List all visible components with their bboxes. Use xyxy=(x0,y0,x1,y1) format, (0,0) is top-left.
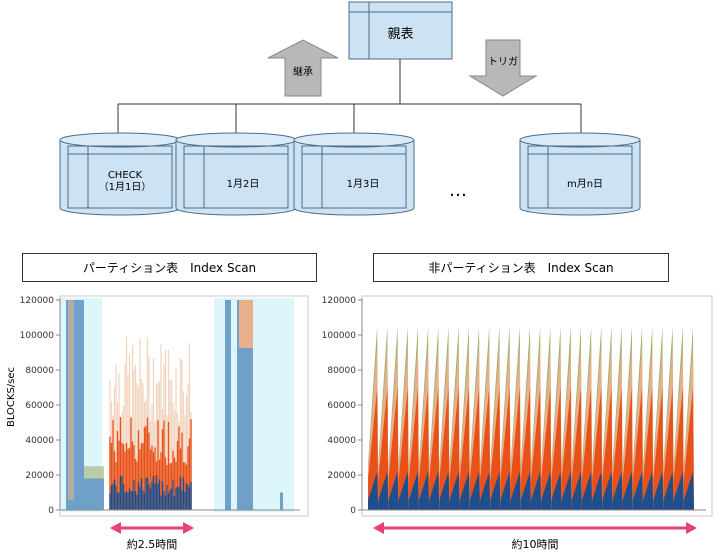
area-spike xyxy=(622,471,633,510)
chart-2-plot xyxy=(368,326,694,510)
partition-cylinders xyxy=(59,132,641,216)
area-spike xyxy=(520,471,531,510)
area-block xyxy=(237,300,253,510)
parent-table-box xyxy=(348,1,453,60)
area-spike xyxy=(480,471,491,510)
area-spike xyxy=(592,471,603,510)
y-tick-label: 120000 xyxy=(20,296,55,306)
partition-cylinder-3 xyxy=(293,132,415,216)
area-spike xyxy=(439,471,450,510)
trigger-arrow-icon xyxy=(468,39,538,97)
inherit-arrow-icon xyxy=(267,39,339,97)
chart-1 xyxy=(59,295,309,517)
chart-1-plot xyxy=(66,300,283,510)
area-spike xyxy=(490,471,501,510)
area-spike xyxy=(581,471,593,510)
partition-label-4: m月n日 xyxy=(566,179,604,190)
y-tick-label: 100000 xyxy=(322,331,357,341)
duration-label-1: 約2.5時間 xyxy=(126,538,178,551)
area-spike xyxy=(459,471,470,510)
area-spike xyxy=(531,471,542,510)
area-spike xyxy=(368,471,379,510)
y-tick-label: 0 xyxy=(350,506,356,516)
area-spike xyxy=(408,471,419,510)
partition-cylinder-2 xyxy=(175,132,297,216)
y-tick-label: 40000 xyxy=(25,436,54,446)
area-spike xyxy=(653,471,664,510)
y-tick-label: 60000 xyxy=(327,401,356,411)
area-spike xyxy=(449,471,460,510)
partition-label-2: 1月2日 xyxy=(226,179,260,190)
y-tick-label: 60000 xyxy=(25,401,54,411)
y-tick-label: 120000 xyxy=(322,296,357,306)
chart-2 xyxy=(361,295,713,517)
ellipsis: … xyxy=(449,180,467,201)
area-spike xyxy=(683,471,694,510)
chart-1-y-label: BLOCKS/sec xyxy=(6,366,17,428)
area-spike xyxy=(398,471,409,510)
area-spike xyxy=(663,471,674,510)
partition-cylinder-4 xyxy=(519,132,641,216)
chart-2-y-ticks: 0 20000 40000 60000 80000 100000 120000 xyxy=(322,296,362,516)
area-spike xyxy=(469,471,481,510)
area-spike xyxy=(602,471,613,510)
area-spike xyxy=(632,471,644,510)
parent-table-label: 親表 xyxy=(387,27,414,42)
chart-2-title: 非パーティション表 Index Scan xyxy=(373,253,669,282)
inherit-label: 継承 xyxy=(293,67,313,78)
partition-label-3: 1月3日 xyxy=(346,179,380,190)
area-block xyxy=(68,300,74,500)
partition-label-1: CHECK （1月1日） xyxy=(98,170,152,193)
area-spike xyxy=(571,471,582,510)
area-spike xyxy=(500,471,511,510)
area-spike xyxy=(510,471,521,510)
duration-label-2: 約10時間 xyxy=(511,538,559,551)
area-spike xyxy=(551,471,562,510)
partition-cylinder-1 xyxy=(59,132,181,216)
area-spike xyxy=(429,471,440,510)
y-tick-label: 20000 xyxy=(327,471,356,481)
area-spike xyxy=(612,471,623,510)
area-spike xyxy=(643,471,654,510)
y-tick-label: 40000 xyxy=(327,436,356,446)
area-spike xyxy=(541,471,552,510)
y-tick-label: 100000 xyxy=(20,331,55,341)
y-tick-label: 80000 xyxy=(327,366,356,376)
y-tick-label: 20000 xyxy=(25,471,54,481)
area-block xyxy=(280,492,283,510)
area-spike xyxy=(418,471,430,510)
area-spike xyxy=(388,471,399,510)
trigger-label: トリガ xyxy=(488,57,518,68)
chart-1-title: パーティション表 Index Scan xyxy=(22,253,317,282)
duration-arrow-2 xyxy=(373,522,697,534)
area-spike xyxy=(378,471,389,510)
area-block xyxy=(239,300,253,348)
duration-arrow-1 xyxy=(110,522,194,534)
chart-1-y-ticks: 0 20000 40000 60000 80000 100000 120000 xyxy=(20,296,60,516)
area-block xyxy=(84,478,104,510)
y-tick-label: 80000 xyxy=(25,366,54,376)
y-tick-label: 0 xyxy=(48,506,54,516)
area-spike xyxy=(561,471,572,510)
area-spike xyxy=(673,471,684,510)
area-block xyxy=(225,300,231,510)
